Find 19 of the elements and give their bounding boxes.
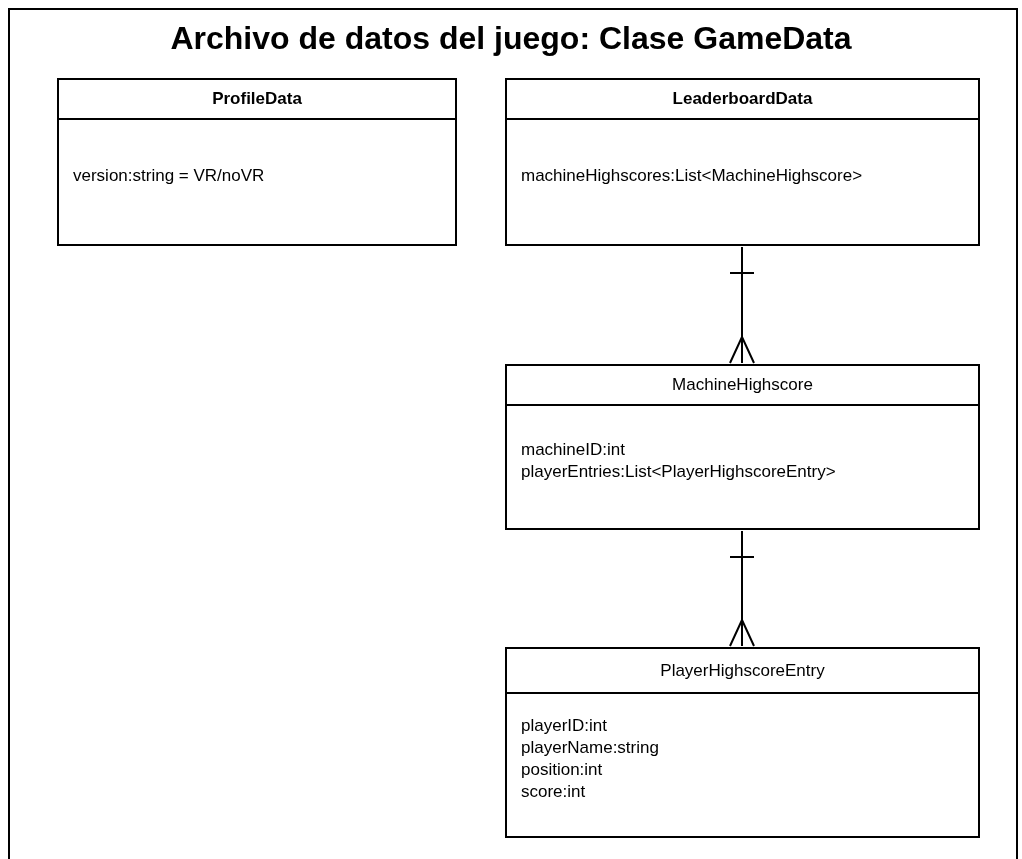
attribute-text: score:int	[521, 781, 586, 803]
attribute-text: machineHighscores:List<MachineHighscore>	[521, 165, 863, 187]
diagram-title: Archivo de datos del juego: Clase GameData	[169, 19, 853, 58]
attribute-text: version:string = VR/noVR	[73, 165, 265, 187]
class-box	[505, 647, 980, 838]
class-name: ProfileData	[212, 88, 302, 111]
class-box	[505, 364, 980, 530]
attribute-text: machineID:int	[521, 439, 625, 461]
class-name: PlayerHighscoreEntry	[660, 659, 825, 682]
class-box	[505, 78, 980, 246]
class-box	[57, 78, 457, 246]
attribute-text: playerID:int	[521, 715, 607, 737]
relationship-line	[729, 246, 755, 364]
attribute-text: position:int	[521, 759, 603, 781]
relationship-line	[729, 530, 755, 647]
class-name: MachineHighscore	[672, 374, 813, 397]
attribute-text: playerEntries:List<PlayerHighscoreEntry>	[521, 461, 836, 483]
class-name: LeaderboardData	[672, 88, 813, 111]
attribute-text: playerName:string	[521, 737, 659, 759]
